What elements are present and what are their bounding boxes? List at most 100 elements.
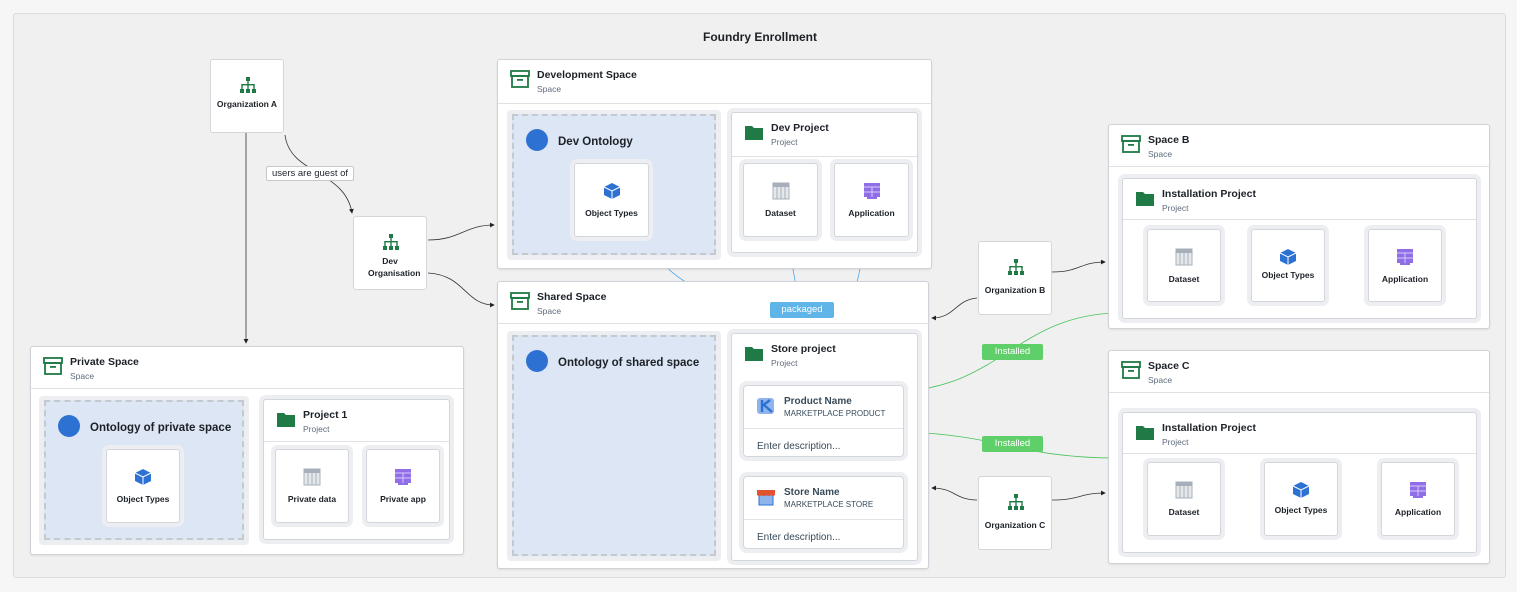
node-label: Application [1381, 274, 1429, 284]
node-label: Dataset [1168, 274, 1200, 284]
ontology-icon [526, 129, 548, 151]
ontology-label: Ontology of private space [90, 422, 232, 434]
org-label: Organization B [984, 285, 1046, 295]
space-icon [510, 70, 530, 88]
space-icon [43, 357, 63, 375]
shared-ontology[interactable]: Ontology of shared space [507, 331, 721, 561]
store-name: Store Name [784, 487, 840, 498]
dev-dataset[interactable]: Dataset [743, 163, 818, 237]
dataset-icon [303, 468, 321, 486]
dev-object-types[interactable]: Object Types [574, 163, 649, 237]
product-icon [757, 398, 774, 414]
space-b-object-types[interactable]: Object Types [1251, 229, 1325, 302]
project-name: Dev Project [771, 122, 829, 134]
space-icon [1121, 361, 1141, 379]
space-type: Space [537, 84, 562, 94]
application-icon [395, 469, 411, 485]
product-description-input[interactable]: Enter description... [744, 428, 903, 452]
diagram-title: Foundry Enrollment [703, 30, 817, 44]
dataset-icon [772, 182, 789, 200]
edge-label-installed-c: Installed [982, 436, 1043, 452]
project-name: Project 1 [303, 409, 348, 421]
space-type: Space [70, 371, 95, 381]
application-icon [863, 183, 880, 199]
space-name: Development Space [537, 69, 637, 81]
node-label: Private app [380, 494, 426, 504]
dataset-icon [1175, 481, 1193, 499]
org-icon [1008, 259, 1024, 275]
application-icon [1397, 249, 1413, 265]
org-label: Organization C [984, 520, 1046, 530]
folder-icon [745, 126, 763, 140]
node-label: Application [1394, 507, 1442, 517]
dev-organisation[interactable]: Dev Organisation [353, 216, 427, 290]
project-name: Installation Project [1162, 188, 1256, 200]
node-label: Object Types [1274, 505, 1328, 515]
organization-b[interactable]: Organization B [978, 241, 1052, 315]
space-type: Space [537, 306, 562, 316]
cube-icon [603, 183, 620, 199]
folder-icon [745, 347, 763, 361]
org-icon [1008, 494, 1024, 510]
edge-label-packaged: packaged [770, 302, 834, 318]
node-label: Dataset [1168, 507, 1200, 517]
organization-c[interactable]: Organization C [978, 476, 1052, 550]
org-icon [240, 77, 256, 93]
cube-icon [1279, 249, 1297, 265]
private-app[interactable]: Private app [366, 449, 440, 523]
store-type: MARKETPLACE STORE [784, 500, 874, 509]
space-b-dataset[interactable]: Dataset [1147, 229, 1221, 302]
ontology-label: Dev Ontology [558, 136, 633, 148]
node-label: Object Types [1261, 270, 1315, 280]
space-name: Space B [1148, 134, 1190, 146]
product-name: Product Name [784, 396, 852, 407]
product-type: MARKETPLACE PRODUCT [784, 409, 886, 418]
edge-label-guest: users are guest of [266, 166, 355, 181]
node-label: Dataset [765, 208, 796, 218]
ontology-label: Ontology of shared space [558, 357, 700, 369]
project-type: Project [1162, 203, 1189, 213]
project-name: Store project [771, 343, 836, 355]
private-data[interactable]: Private data [275, 449, 349, 523]
project-type: Project [771, 137, 798, 147]
space-c-application[interactable]: Application [1381, 462, 1455, 536]
space-icon [510, 292, 530, 310]
ontology-icon [526, 350, 548, 372]
store-icon [757, 490, 775, 506]
org-label: Organization A [216, 99, 278, 109]
space-b-application[interactable]: Application [1368, 229, 1442, 302]
space-icon [1121, 135, 1141, 153]
space-type: Space [1148, 375, 1173, 385]
ontology-icon [58, 415, 80, 437]
cube-icon [134, 469, 152, 485]
private-object-types[interactable]: Object Types [106, 449, 180, 523]
space-name: Private Space [70, 356, 139, 368]
dev-application[interactable]: Application [834, 163, 909, 237]
project-name: Installation Project [1162, 422, 1256, 434]
space-type: Space [1148, 149, 1173, 159]
edge-label-installed-b: Installed [982, 344, 1043, 360]
folder-icon [1136, 426, 1154, 440]
project-type: Project [1162, 437, 1189, 447]
node-label: Object Types [116, 494, 170, 504]
application-icon [1410, 482, 1426, 498]
org-label: Dev Organisation [368, 256, 421, 278]
space-c-dataset[interactable]: Dataset [1147, 462, 1221, 536]
space-c-object-types[interactable]: Object Types [1264, 462, 1338, 536]
node-label: Object Types [585, 208, 638, 218]
org-icon [383, 234, 399, 250]
folder-icon [1136, 192, 1154, 206]
dataset-icon [1175, 248, 1193, 266]
project-type: Project [303, 424, 330, 434]
node-label: Application [848, 208, 895, 218]
project-type: Project [771, 358, 798, 368]
folder-icon [277, 413, 295, 427]
space-name: Shared Space [537, 291, 607, 303]
store-description-input[interactable]: Enter description... [744, 519, 903, 543]
node-label: Private data [287, 494, 337, 504]
organization-a[interactable]: Organization A [210, 59, 284, 133]
cube-icon [1292, 482, 1310, 498]
space-name: Space C [1148, 360, 1190, 372]
